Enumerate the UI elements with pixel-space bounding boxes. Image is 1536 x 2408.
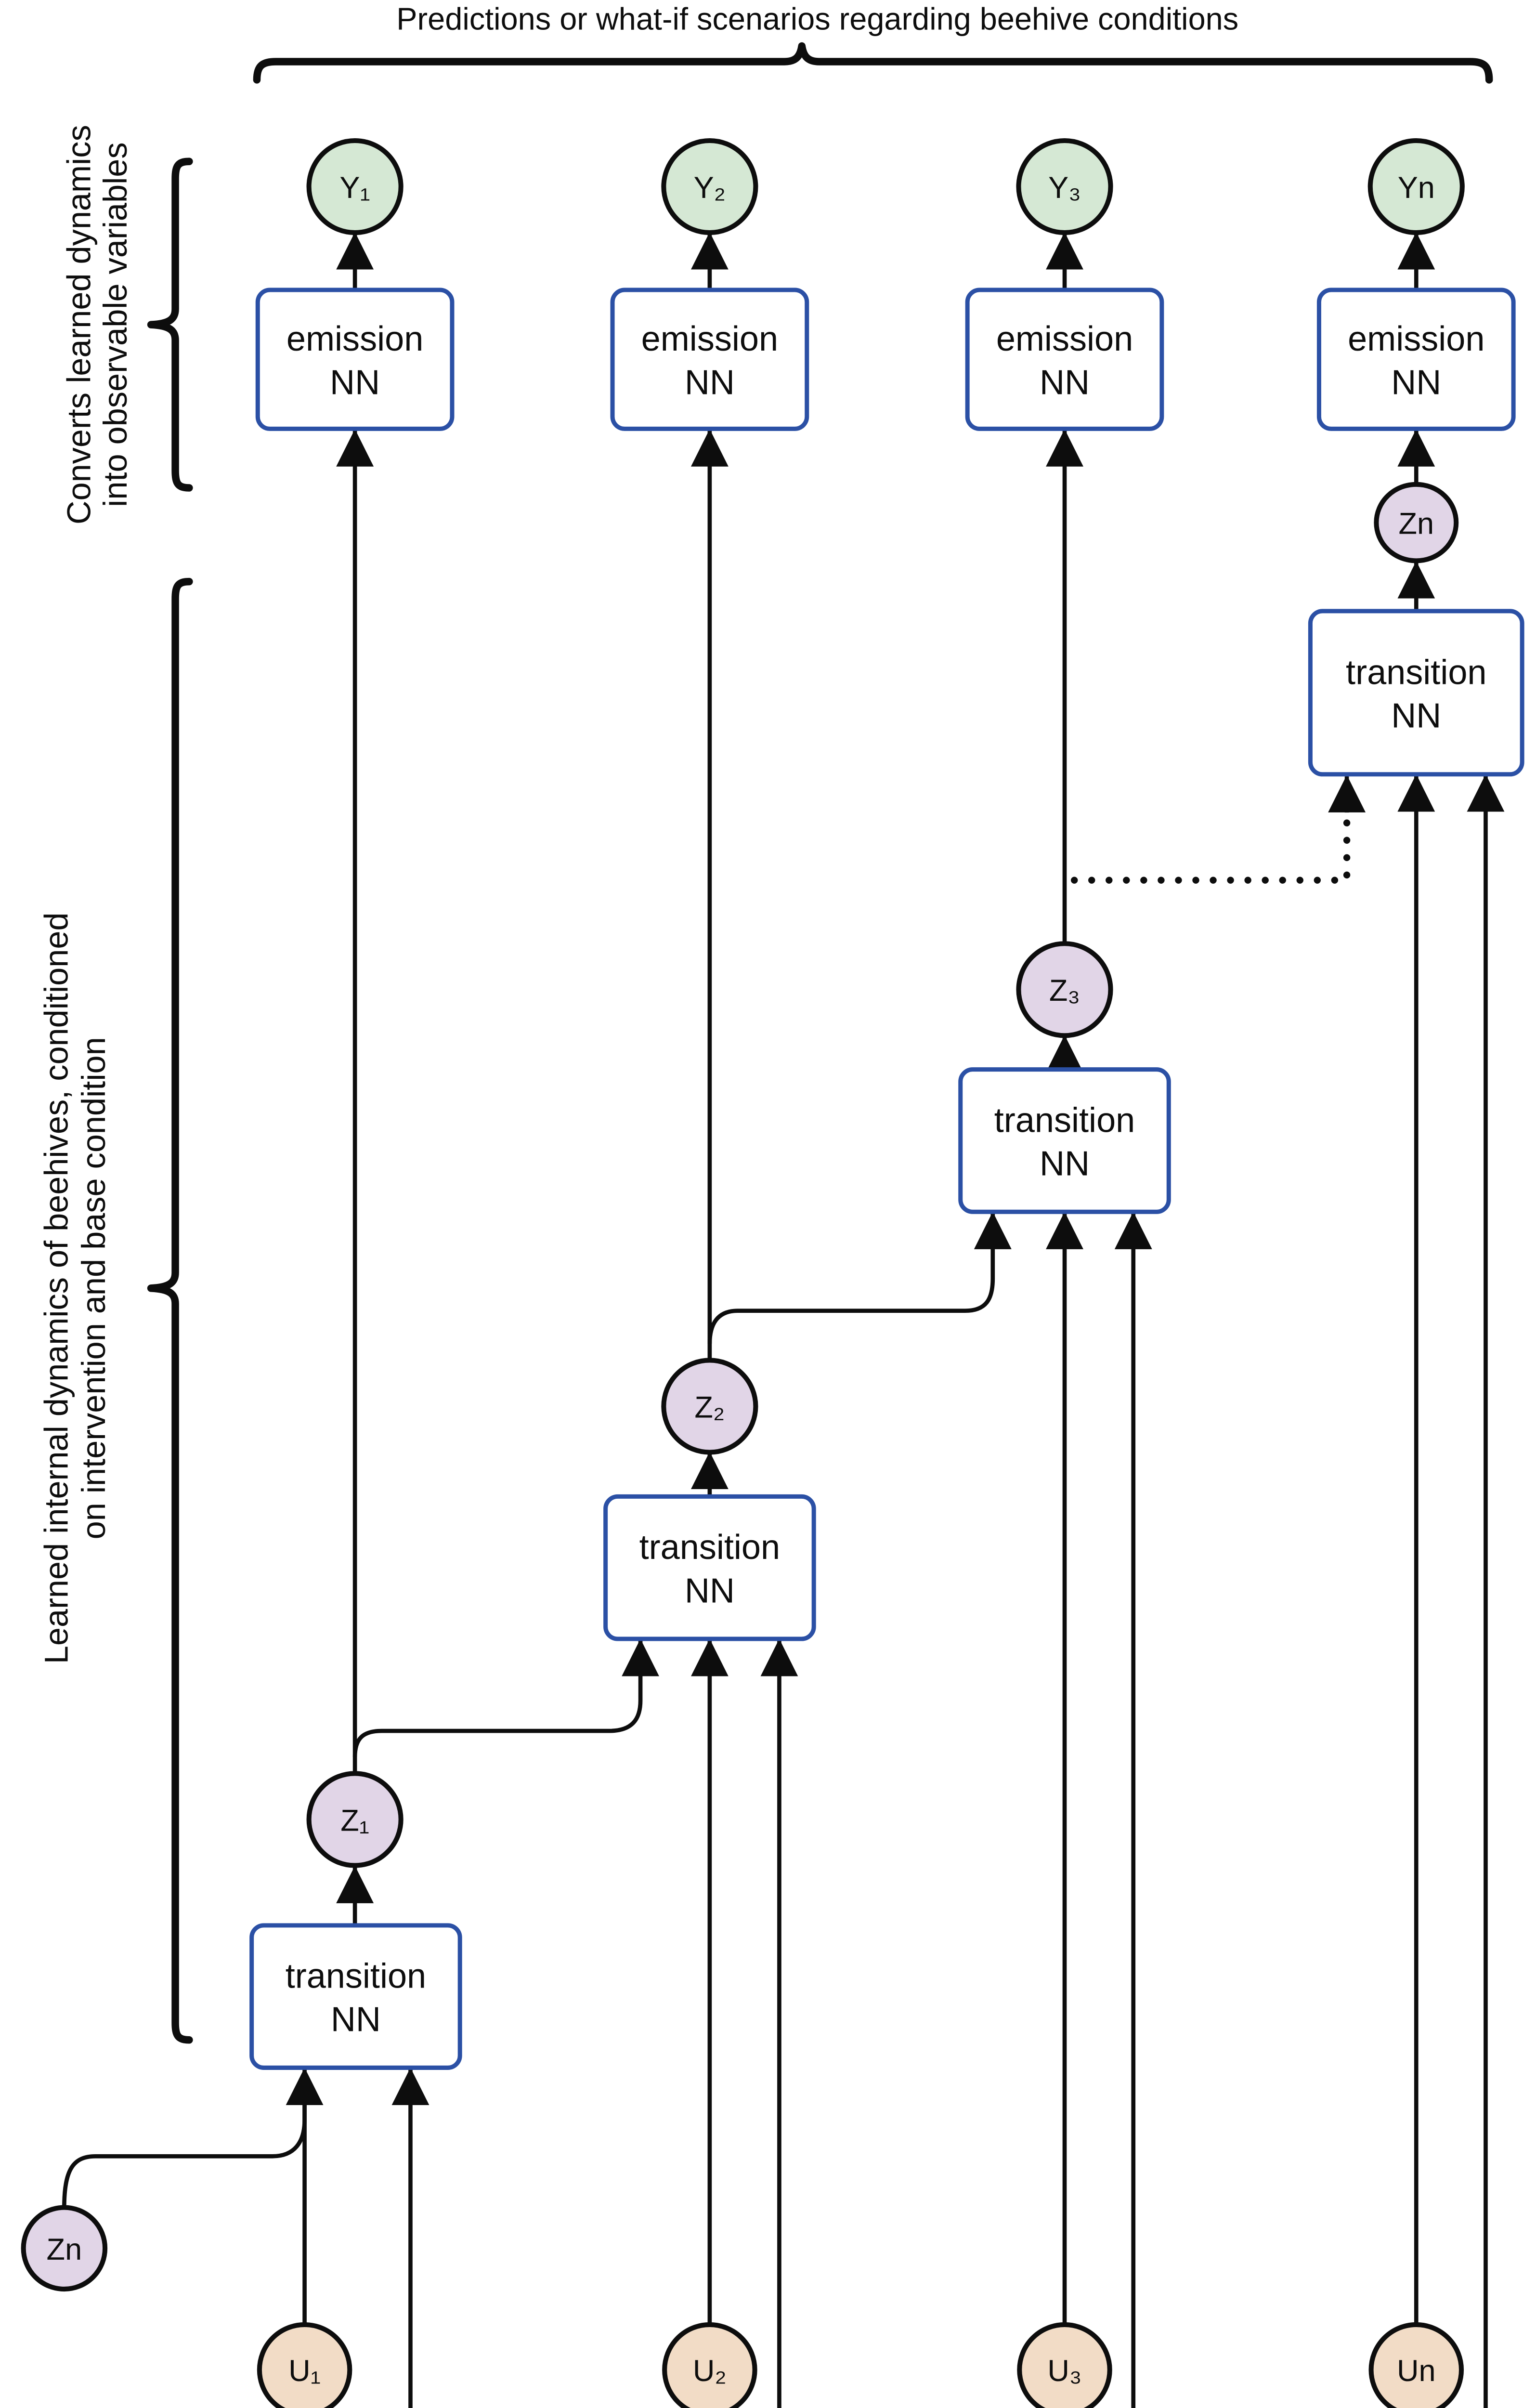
left-emission-label-line1: Converts learned dynamics [60,125,97,524]
box-transition-1: transition NN [249,1923,462,2070]
u1-circle [257,2322,352,2408]
z1-circle [306,1771,404,1868]
zn-prev-circle [21,2205,108,2292]
emission-box-shape [610,288,809,431]
emission-box-shape [965,288,1164,431]
un-circle [1368,2322,1464,2408]
box-emission-1: emission NN [255,288,455,431]
yn-label: Yn [1398,171,1435,205]
z3-label: Z₃ [1049,974,1080,1008]
z2-label: Z₂ [694,1390,725,1424]
box-transition-3: transition NN [958,1067,1171,1214]
z3-circle [1016,941,1113,1038]
box-transition-n: transition NN [1308,609,1524,777]
emission-box-label-line2: NN [1391,363,1441,402]
emission-box-shape [1316,288,1516,431]
transition-box-label-line1: transition [639,1528,780,1567]
transition-box-label-line2: NN [331,2001,381,2039]
z2-circle [661,1358,758,1455]
box-emission-2: emission NN [610,288,809,431]
u2-circle [662,2322,757,2408]
node-y2: Y₂ [661,138,758,236]
emission-box-shape [255,288,455,431]
top-caption: Predictions or what-if scenarios regardi… [396,1,1238,36]
edge-z2-transition3 [707,1211,1012,1344]
node-u3: U₃ [1017,2322,1112,2408]
node-z1: Z₁ [306,1771,404,1868]
node-y3: Y₃ [1016,138,1113,236]
emission-box-label-line1: emission [286,320,423,358]
transition-box-label-line2: NN [1040,1145,1090,1183]
edges [62,232,1505,2408]
y1-circle [306,138,404,236]
y2-label: Y₂ [694,171,726,205]
transition-box-shape [249,1923,462,2070]
left-brace-dynamics [147,577,193,2044]
transition-box-label-line2: NN [685,1571,735,1610]
transition-box-shape [958,1067,1171,1214]
emission-box-label-line1: emission [1348,320,1484,358]
transition-box-label-line1: transition [1346,653,1486,692]
node-u2: U₂ [662,2322,757,2408]
z1-label: Z₁ [340,1804,369,1837]
transition-box-label-line1: transition [994,1101,1135,1139]
left-emission-label-line2: into observable variables [97,142,134,507]
yn-circle [1367,138,1465,236]
y1-label: Y₁ [339,171,370,205]
transition-box-label-line2: NN [1391,696,1441,735]
u2-label: U₂ [693,2354,727,2388]
node-u1: U₁ [257,2322,352,2408]
left-annotation-dynamics: Learned internal dynamics of beehives, c… [38,577,193,2044]
box-emission-4: emission NN [1316,288,1516,431]
transition-box-shape [1308,609,1524,777]
node-yn: Yn [1367,138,1465,236]
left-dynamics-label-line1: Learned internal dynamics of beehives, c… [38,913,75,1664]
transition-box-shape [603,1494,816,1641]
emission-box-label-line2: NN [330,363,380,402]
box-transition-2: transition NN [603,1494,816,1641]
left-brace-emission [147,157,193,492]
zn-prev-label: Zn [47,2233,82,2266]
left-dynamics-label-line2: on intervention and base condition [75,1037,112,1539]
node-un: Un [1368,2322,1464,2408]
zn-top-label: Zn [1398,507,1434,541]
emission-box-label-line1: emission [641,320,778,358]
u3-label: U₃ [1047,2354,1081,2388]
top-brace [253,42,1493,84]
u1-label: U₁ [288,2354,321,2388]
node-y1: Y₁ [306,138,404,236]
edge-b0-branch-transitionr [1467,774,1505,2408]
emission-box-label-line1: emission [996,320,1133,358]
left-annotation-emission: Converts learned dynamics into observabl… [60,125,193,524]
node-zn-prev: Zn [21,2205,108,2292]
edge-z1-transition2 [352,1638,659,1757]
y3-circle [1016,138,1113,236]
emission-box-label-line2: NN [1040,363,1090,402]
emission-box-label-line2: NN [685,363,735,402]
box-emission-3: emission NN [965,288,1164,431]
edge-dotted-z3-transitionr [1070,812,1351,884]
y3-label: Y₃ [1048,171,1081,205]
node-zn-top: Zn [1374,482,1459,563]
node-z3: Z₃ [1016,941,1113,1038]
y2-circle [661,138,758,236]
un-label: Un [1397,2354,1436,2388]
transition-box-label-line1: transition [286,1957,426,1996]
u3-circle [1017,2322,1112,2408]
node-z2: Z₂ [661,1358,758,1455]
edge-znprev-transition1 [62,2104,307,2208]
zn-top-circle [1374,482,1459,563]
